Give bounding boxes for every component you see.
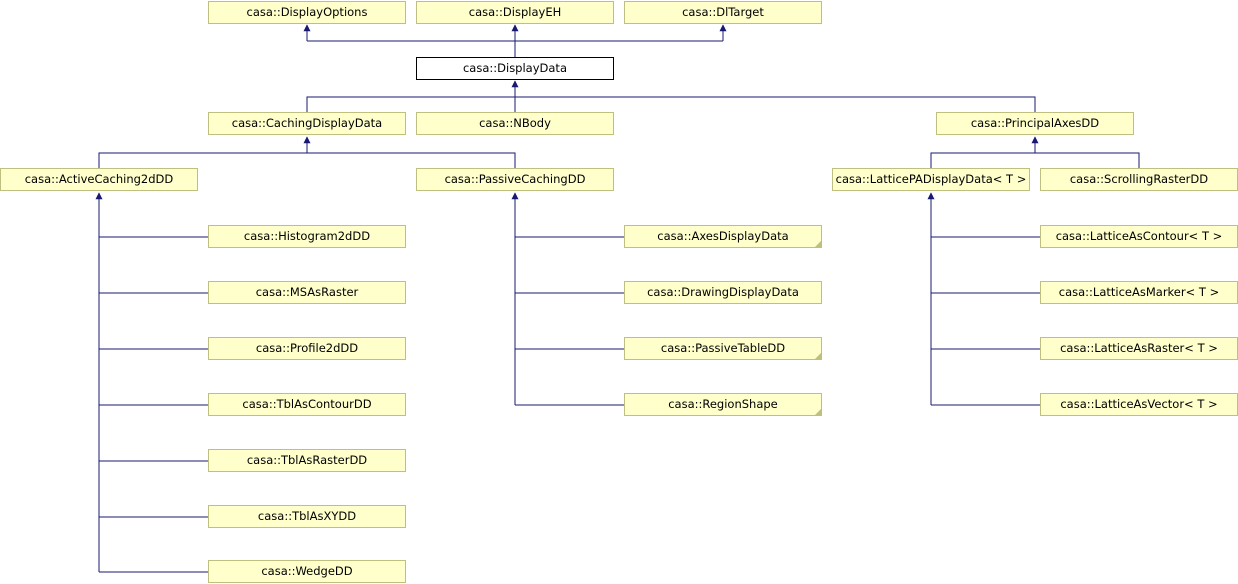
node-lattice-as-raster[interactable]: casa::LatticeAsRaster< T > [1040,337,1238,360]
node-scrolling-raster-dd[interactable]: casa::ScrollingRasterDD [1040,168,1238,191]
node-lattice-as-contour[interactable]: casa::LatticeAsContour< T > [1040,225,1238,248]
node-dl-target[interactable]: casa::DlTarget [624,1,822,24]
edge-cachingdisplaydata-children [98,152,516,168]
node-caching-display-data[interactable]: casa::CachingDisplayData [208,112,406,135]
node-profile-2d-dd[interactable]: casa::Profile2dDD [208,337,406,360]
node-tbl-as-xy-dd[interactable]: casa::TblAsXYDD [208,505,406,528]
node-drawing-display-data[interactable]: casa::DrawingDisplayData [624,281,822,304]
node-display-options[interactable]: casa::DisplayOptions [208,1,406,24]
node-region-shape[interactable]: casa::RegionShape [624,393,822,416]
node-axes-display-data[interactable]: casa::AxesDisplayData [624,225,822,248]
node-tbl-as-contour-dd[interactable]: casa::TblAsContourDD [208,393,406,416]
edge-displaydata-children [306,96,1036,112]
node-lattice-as-vector[interactable]: casa::LatticeAsVector< T > [1040,393,1238,416]
node-ms-as-raster[interactable]: casa::MSAsRaster [208,281,406,304]
node-passive-caching-dd[interactable]: casa::PassiveCachingDD [416,168,614,191]
node-passive-table-dd[interactable]: casa::PassiveTableDD [624,337,822,360]
node-nbody[interactable]: casa::NBody [416,112,614,135]
node-histogram-2d-dd[interactable]: casa::Histogram2dDD [208,225,406,248]
node-tbl-as-raster-dd[interactable]: casa::TblAsRasterDD [208,449,406,472]
node-wedge-dd[interactable]: casa::WedgeDD [208,560,406,583]
node-active-caching-2d-dd[interactable]: casa::ActiveCaching2dDD [0,168,198,191]
node-lattice-pa-display-data[interactable]: casa::LatticePADisplayData< T > [832,168,1030,191]
node-display-eh[interactable]: casa::DisplayEH [416,1,614,24]
node-display-data: casa::DisplayData [416,57,614,80]
node-principal-axes-dd[interactable]: casa::PrincipalAxesDD [936,112,1134,135]
edge-principalaxesdd-children [930,152,1140,168]
node-lattice-as-marker[interactable]: casa::LatticeAsMarker< T > [1040,281,1238,304]
